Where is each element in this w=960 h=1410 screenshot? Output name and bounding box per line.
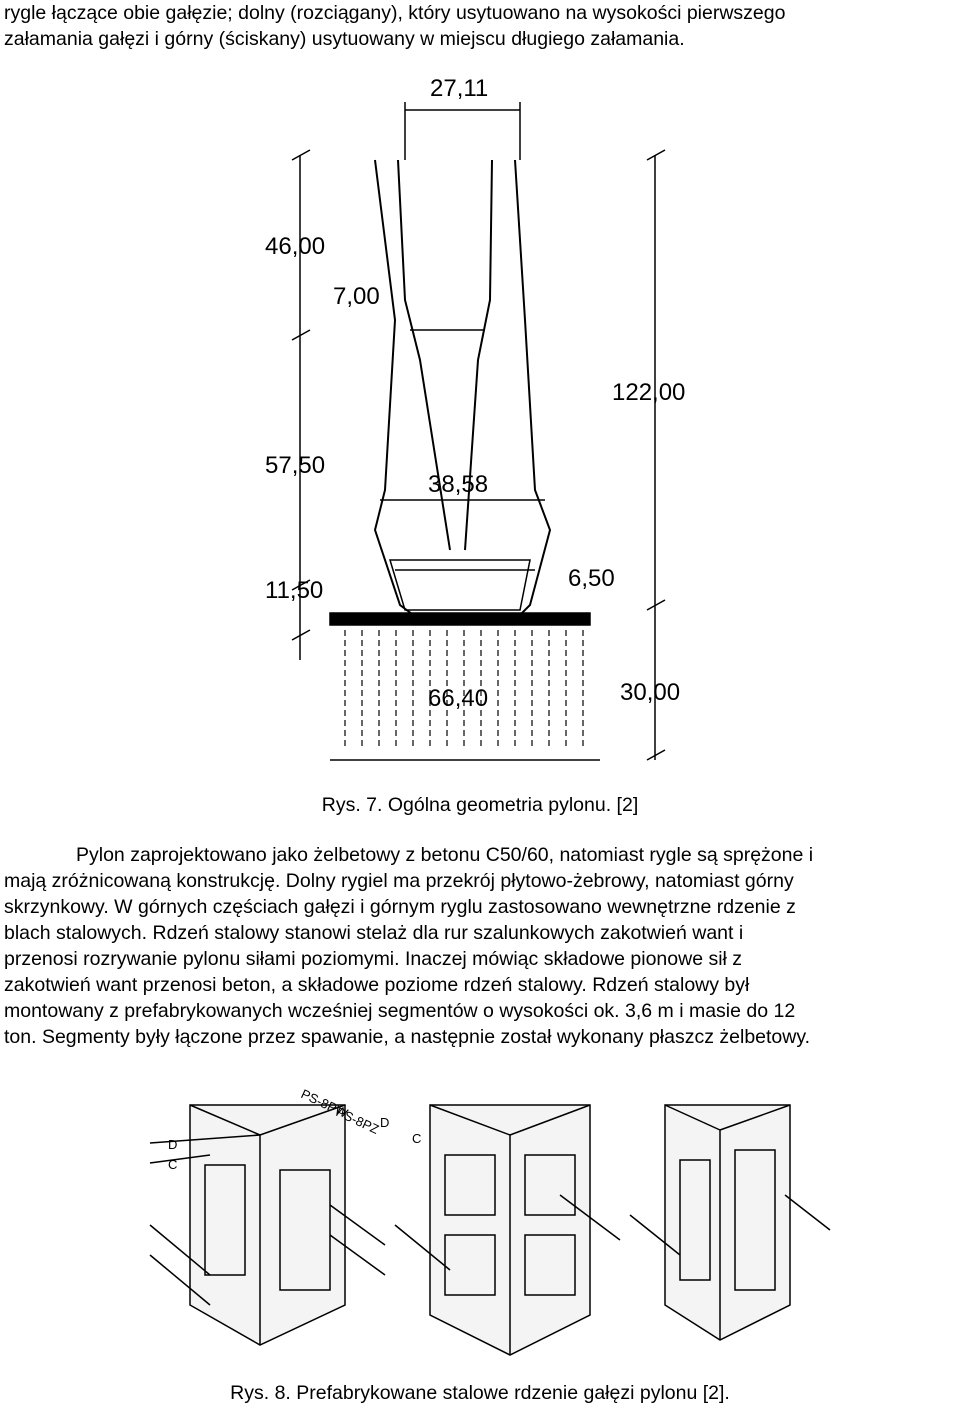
intro-line: załamania gałęzi i górny (ściskany) usyt… — [4, 28, 685, 50]
dim-left-upper: 46,00 — [265, 233, 325, 260]
figure-8-caption: Rys. 8. Prefabrykowane stalowe rdzenie g… — [230, 1382, 730, 1404]
intro-paragraph: rygle łączące obie gałęzie; dolny (rozci… — [4, 0, 956, 52]
intro-line: rygle łączące obie gałęzie; dolny (rozci… — [4, 2, 786, 24]
figure-7-caption: Rys. 7. Ogólna geometria pylonu. [2] — [321, 794, 639, 816]
dim-left-middle: 57,50 — [265, 452, 325, 479]
label-c-mid: C — [412, 1131, 421, 1146]
steel-core-drawing: D C PS-8PW PS-8PZ D C — [149, 1086, 831, 1356]
label-d-left: D — [168, 1137, 177, 1152]
body-line: mają zróżnicowaną konstrukcję. Dolny ryg… — [4, 870, 794, 892]
label-d-top: D — [380, 1115, 389, 1130]
body-line: skrzynkowy. W górnych częściach gałęzi i… — [4, 896, 796, 918]
dim-right-small: 6,50 — [568, 565, 615, 592]
figure-7-pylon-geometry: 27,11 46,00 7,00 57,50 11,50 122,00 38,5… — [0, 60, 960, 780]
dim-base-width: 66,40 — [428, 685, 488, 712]
dim-inner-width: 38,58 — [428, 471, 488, 498]
dim-top-width: 27,11 — [430, 75, 488, 102]
pylon-drawing: 27,11 46,00 7,00 57,50 11,50 122,00 38,5… — [265, 75, 685, 761]
dim-right-height: 122,00 — [612, 379, 685, 406]
dim-foundation-depth: 30,00 — [620, 679, 680, 706]
dim-left-lower: 11,50 — [265, 577, 323, 604]
dim-left-kink: 7,00 — [333, 283, 380, 310]
body-line: ton. Segmenty były łączone przez spawani… — [4, 1026, 811, 1048]
body-line: blach stalowych. Rdzeń stalowy stanowi s… — [4, 922, 744, 944]
body-line: przenosi rozrywanie pylonu siłami poziom… — [4, 948, 743, 970]
body-line: montowany z prefabrykowanych wcześniej s… — [4, 1000, 796, 1022]
figure-8-steel-cores: D C PS-8PW PS-8PZ D C — [0, 1075, 960, 1375]
label-c-left: C — [168, 1157, 177, 1172]
body-paragraph: Pylon zaprojektowano jako żelbetowy z be… — [4, 842, 956, 1050]
body-line: Pylon zaprojektowano jako żelbetowy z be… — [76, 844, 814, 866]
body-line: zakotwień want przenosi beton, a składow… — [4, 974, 750, 996]
